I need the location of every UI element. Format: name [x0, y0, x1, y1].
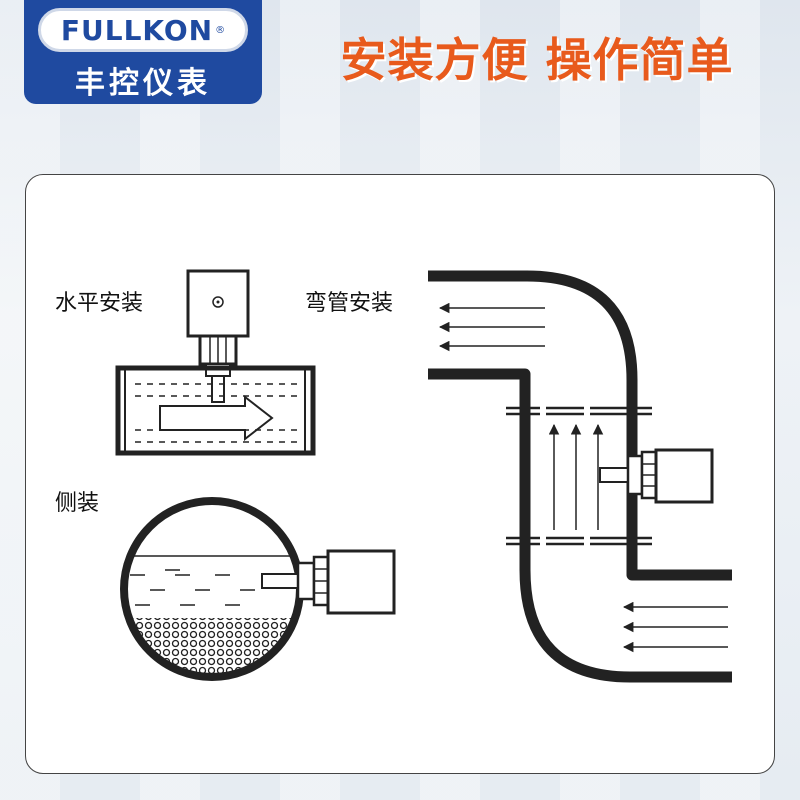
logo-english-name: FULLKON [60, 13, 214, 47]
flow-arrows-left-top [438, 302, 545, 352]
horizontal-pipe [115, 365, 316, 456]
logo-chinese-name: 丰控仪表 [75, 66, 211, 101]
horizontal-install-diagram [115, 269, 316, 456]
label-elbow-install: 弯管安装 [305, 291, 394, 316]
brand-logo: FULLKON ® 丰控仪表 [24, 0, 262, 104]
indicator-icon [212, 296, 224, 308]
flow-arrows-left-bottom [622, 601, 728, 653]
elbow-install-diagram [428, 270, 732, 683]
logo-wordmark: FULLKON ® [38, 8, 248, 52]
sensor-head-side [261, 549, 396, 615]
sensor-head-elbow [599, 448, 714, 504]
label-horizontal-install: 水平安装 [55, 291, 144, 316]
flow-arrows-up [548, 423, 604, 530]
registered-mark: ® [215, 24, 226, 36]
slogan-heading: 安装方便 操作简单 [340, 33, 734, 87]
elbow-pipe-inner-wall [428, 368, 732, 683]
label-side-install: 侧装 [55, 491, 100, 516]
elbow-pipe-outer-wall [428, 270, 732, 581]
sensor-head-top [186, 269, 250, 403]
flow-direction-arrow [159, 394, 274, 442]
side-install-diagram [120, 497, 396, 681]
